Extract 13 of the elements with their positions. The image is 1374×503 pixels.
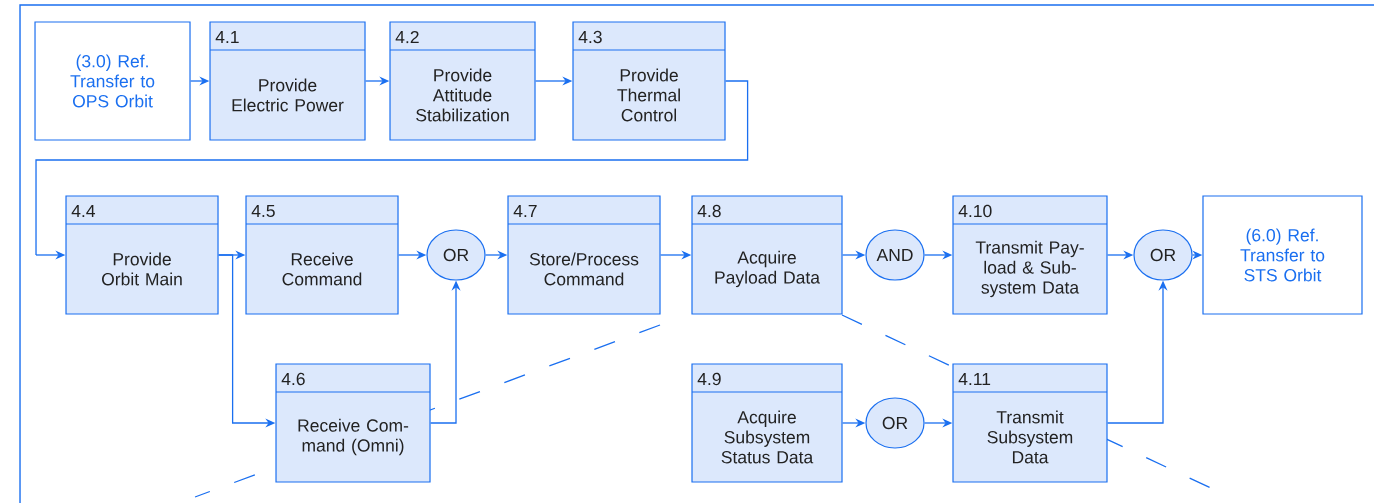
process-box: 4.3 Provide Thermal Control (572, 21, 726, 141)
process-box: 4.1 Provide Electric Power (209, 21, 366, 141)
reference-box: (3.0) Ref. Transfer to OPS Orbit (34, 21, 191, 141)
process-box: 4.5 Receive Command (245, 195, 399, 315)
process-box: 4.4 Provide Orbit Main (65, 195, 219, 315)
process-box: 4.7 Store/Process Command (507, 195, 661, 315)
process-box: 4.9 Acquire Subsystem Status Data (691, 363, 843, 483)
process-box: 4.10 Transmit Pay- load & Sub- system Data (952, 195, 1108, 315)
reference-box: (6.0) Ref. Transfer to STS Orbit (1202, 195, 1363, 315)
process-box: 4.8 Acquire Payload Data (691, 195, 843, 315)
process-box: 4.2 Provide Attitude Stabilization (389, 21, 536, 141)
process-box: 4.11 Transmit Subsystem Data (952, 363, 1108, 483)
process-box: 4.6 Receive Com- mand (Omni) (275, 363, 431, 483)
